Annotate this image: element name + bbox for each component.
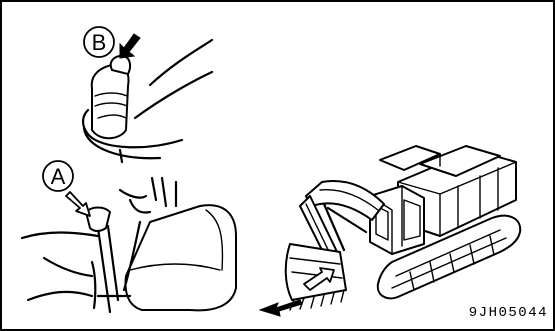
- label-b-callout: B: [84, 27, 114, 57]
- label-a: A: [51, 164, 66, 189]
- label-a-callout: A: [43, 161, 73, 191]
- label-b: B: [92, 30, 107, 55]
- figure-code: 9JH05044: [469, 305, 548, 321]
